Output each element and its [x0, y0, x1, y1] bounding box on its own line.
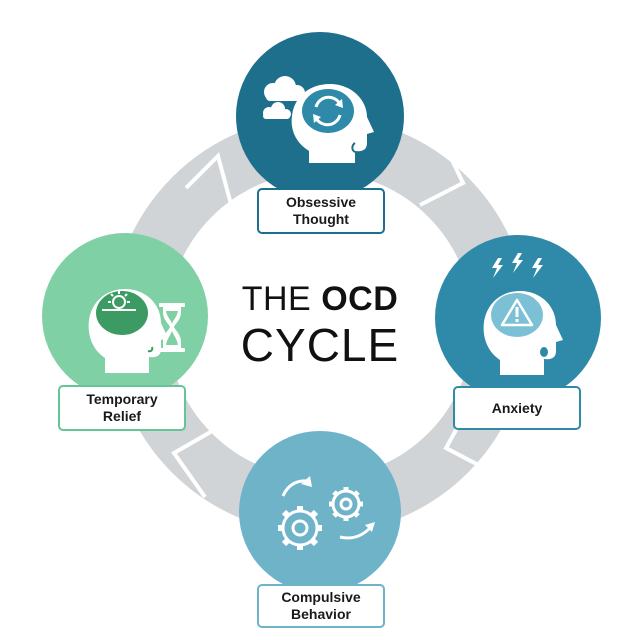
- label-anxiety: Anxiety: [453, 386, 581, 430]
- title-word-the: THE: [241, 280, 312, 318]
- head-with-sun-and-hourglass-icon: [88, 288, 185, 373]
- head-with-cycle-and-clouds-icon: [263, 76, 374, 163]
- diagram-title: THE OCD CYCLE: [200, 282, 440, 368]
- label-relief-line2: Relief: [102, 408, 142, 424]
- label-obsessive-thought: Obsessive Thought: [257, 188, 385, 234]
- node-compulsive-circle: [239, 431, 401, 593]
- node-anxiety: [435, 235, 601, 401]
- head-with-warning-and-lightning-icon: [483, 253, 563, 375]
- label-temporary-relief: Temporary Relief: [58, 385, 186, 431]
- label-relief-line1: Temporary: [86, 391, 158, 407]
- title-line-2: CYCLE: [240, 319, 400, 371]
- title-word-ocd: OCD: [321, 280, 399, 318]
- node-obsessive: [236, 32, 404, 200]
- node-relief: [42, 233, 208, 399]
- label-obsessive-line2: Thought: [293, 211, 349, 227]
- chevron-top-left: [184, 152, 234, 209]
- label-obsessive-line1: Obsessive: [285, 194, 357, 210]
- label-compulsive-line1: Compulsive: [281, 589, 361, 605]
- chevron-top-right: [419, 117, 466, 207]
- center-disc: [167, 172, 473, 478]
- label-compulsive-behavior: Compulsive Behavior: [257, 584, 385, 628]
- chevron-bottom-left: [171, 428, 215, 499]
- label-compulsive-line2: Behavior: [291, 606, 351, 622]
- label-anxiety-line1: Anxiety: [491, 399, 543, 416]
- title-line-1: THE OCD: [200, 282, 440, 316]
- node-compulsive: [239, 431, 401, 593]
